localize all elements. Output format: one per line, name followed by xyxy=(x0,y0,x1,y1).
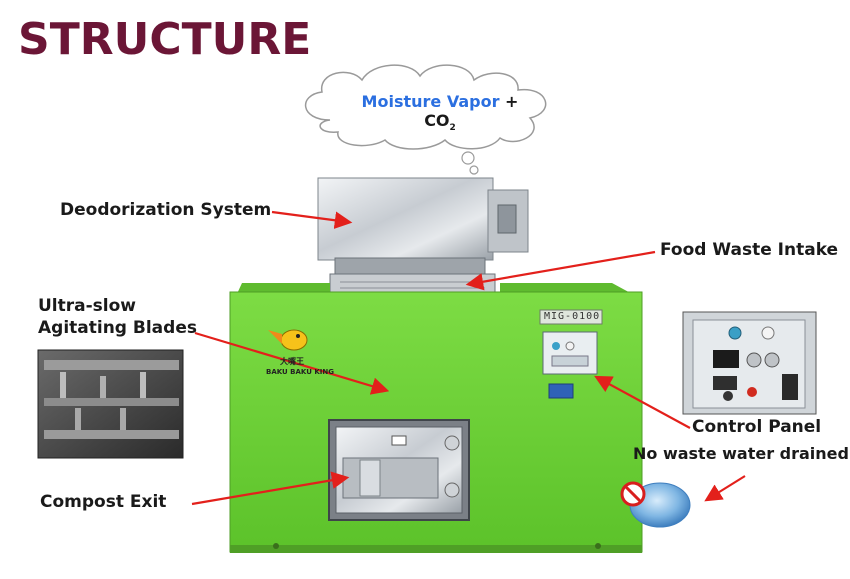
brand-name-cn: 大嘴王 xyxy=(280,357,304,366)
model-code: MIG-0100 xyxy=(544,311,601,322)
arrow-control-panel xyxy=(594,375,691,429)
plus-sign: + xyxy=(505,92,519,111)
agitating-blades-photo xyxy=(37,349,184,459)
co2-text: CO xyxy=(424,111,450,130)
moisture-vapor-text: Moisture Vapor xyxy=(361,92,500,111)
label-compost-exit: Compost Exit xyxy=(40,492,167,512)
label-deodorization-system: Deodorization System xyxy=(60,200,272,220)
vapor-cloud xyxy=(304,64,547,175)
control-panel[interactable] xyxy=(542,331,598,399)
arrow-no-waste-water xyxy=(704,475,746,502)
cloud-label: Moisture Vapor + CO2 xyxy=(340,92,540,133)
label-control-panel: Control Panel xyxy=(692,417,822,437)
no-drain-water-icon xyxy=(620,481,691,528)
brand-name-en: BAKU BAKU KING xyxy=(266,368,334,376)
label-food-waste-intake: Food Waste Intake xyxy=(660,240,839,260)
arrow-compost-exit xyxy=(191,471,350,506)
label-no-waste-water: No waste water drained xyxy=(633,444,849,463)
compost-exit-door[interactable] xyxy=(328,419,470,521)
arrow-food-waste-intake xyxy=(465,250,656,291)
arrow-agitating-blades xyxy=(194,331,390,395)
page-title: STRUCTURE xyxy=(18,14,312,65)
brand-logo xyxy=(268,329,308,351)
co2-subscript: 2 xyxy=(449,123,456,134)
callout-arrows xyxy=(191,210,746,506)
model-plate xyxy=(539,309,603,325)
deodorization-unit xyxy=(317,177,529,297)
control-panel-photo xyxy=(682,311,817,415)
label-agitating-blades: Agitating Blades xyxy=(38,318,197,338)
arrow-deodorization xyxy=(271,210,353,230)
label-ultra-slow: Ultra-slow xyxy=(38,296,136,316)
